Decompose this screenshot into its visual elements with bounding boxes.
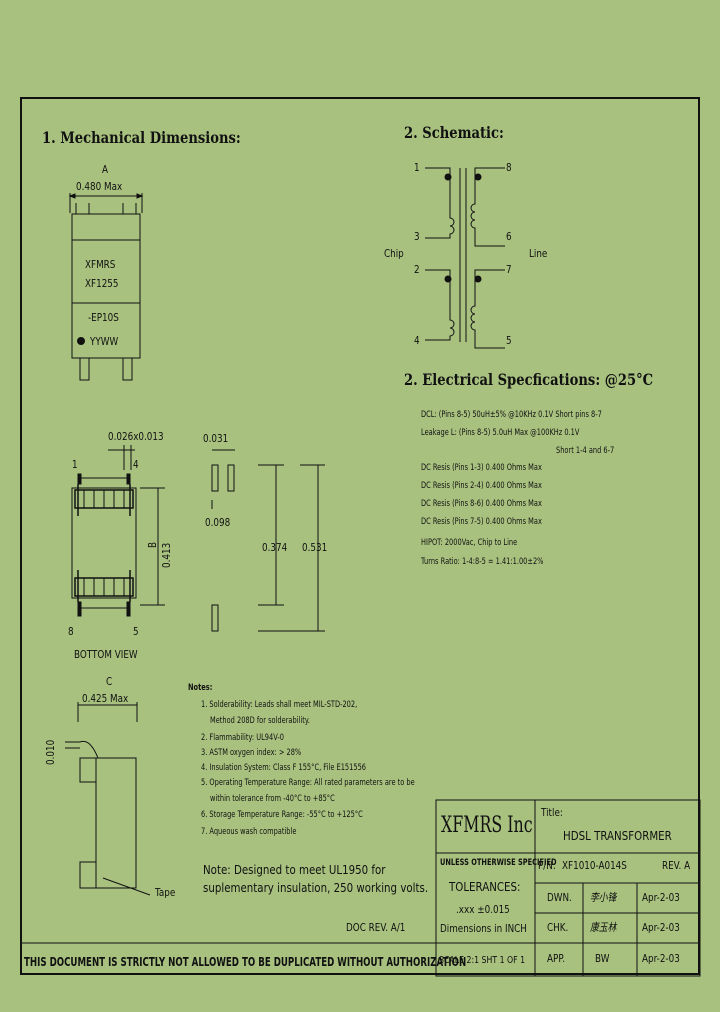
app-date: Apr-2-03 bbox=[642, 952, 680, 965]
title-value: HDSL TRANSFORMER bbox=[563, 828, 672, 843]
chk-label: CHK. bbox=[547, 921, 569, 934]
part-marking-4: YYWW bbox=[90, 335, 119, 348]
schematic-pin-4: 4 bbox=[414, 334, 420, 347]
design-note-2: suplementary insulation, 250 working vol… bbox=[203, 880, 429, 895]
pin-dimension: 0.026x0.013 bbox=[108, 430, 164, 443]
note-2: 2. Flammability: UL94V-0 bbox=[201, 733, 284, 743]
doc-rev: DOC REV. A/1 bbox=[346, 921, 406, 934]
dwn-date: Apr-2-03 bbox=[642, 891, 680, 904]
note-7: 7. Aqueous wash compatible bbox=[201, 827, 297, 837]
footer-notice: THIS DOCUMENT IS STRICTLY NOT ALLOWED TO… bbox=[24, 955, 467, 969]
bottom-view bbox=[71, 445, 165, 617]
side-dimension: 0.010 bbox=[44, 739, 57, 765]
part-marking-3: -EP10S bbox=[88, 311, 119, 324]
spec-leakage: Leakage L: (Pins 8-5) 5.0uH Max @100KHz … bbox=[421, 428, 580, 438]
pn-value: XF1010-A014S bbox=[562, 859, 627, 872]
notes-title: Notes: bbox=[188, 683, 213, 693]
pad-width: 0.031 bbox=[203, 432, 229, 445]
dim-a-label: A bbox=[102, 163, 109, 176]
schematic bbox=[425, 167, 505, 349]
schematic-pin-1: 1 bbox=[414, 161, 420, 174]
dim-c-value: 0.425 Max bbox=[82, 692, 129, 705]
dwn-label: DWN. bbox=[547, 891, 572, 904]
pin-1-label: 1 bbox=[72, 458, 78, 471]
note-6: 6. Storage Temperature Range: -55°C to +… bbox=[201, 810, 363, 820]
note-1: 1. Solderability: Leads shall meet MIL-S… bbox=[201, 700, 358, 710]
spec-dcr-8-6: DC Resis (Pins 8-6) 0.400 Ohms Max bbox=[421, 499, 542, 509]
dim-c-label: C bbox=[106, 675, 113, 688]
schematic-pin-3: 3 bbox=[414, 230, 420, 243]
dim-b-label: B bbox=[146, 541, 159, 548]
pad-span-inner: 0.374 bbox=[262, 541, 288, 554]
app-signature: BW bbox=[595, 952, 610, 965]
top-view bbox=[68, 193, 144, 381]
note-3: 3. ASTM oxygen index: > 28% bbox=[201, 748, 302, 758]
part-marking-2: XF1255 bbox=[85, 277, 119, 290]
spec-turns-ratio: Turns Ratio: 1-4:8-5 = 1.41:1.00±2% bbox=[421, 557, 544, 567]
chip-side-label: Chip bbox=[384, 247, 404, 260]
pad-height: 0.098 bbox=[205, 516, 231, 529]
pad-layout bbox=[211, 449, 325, 632]
pad-span-outer: 0.531 bbox=[302, 541, 328, 554]
tape-label: Tape bbox=[155, 886, 176, 899]
side-view bbox=[65, 702, 151, 896]
spec-dcl: DCL: (Pins 8-5) 50uH±5% @10KHz 0.1V Shor… bbox=[421, 410, 602, 420]
schematic-title: 2. Schematic: bbox=[404, 123, 504, 142]
line-side-label: Line bbox=[529, 247, 548, 260]
pn-label: P/N: bbox=[538, 859, 556, 872]
note-5: 5. Operating Temperature Range: All rate… bbox=[201, 778, 415, 788]
dim-a-value: 0.480 Max bbox=[76, 180, 123, 193]
chk-date: Apr-2-03 bbox=[642, 921, 680, 934]
schematic-pin-5: 5 bbox=[506, 334, 512, 347]
dim-b-value: 0.413 bbox=[160, 542, 173, 568]
pin-5-label: 5 bbox=[133, 625, 139, 638]
chk-signature: 康玉林 bbox=[590, 921, 617, 934]
design-note-1: Note: Designed to meet UL1950 for bbox=[203, 862, 386, 877]
tolerance-value: .xxx ±0.015 bbox=[456, 903, 510, 916]
scale-sheet: SCALE 2:1 SHT 1 OF 1 bbox=[439, 955, 526, 966]
pin-8-label: 8 bbox=[68, 625, 74, 638]
electrical-title: 2. Electrical Specfications: @25°C bbox=[404, 370, 654, 389]
schematic-pin-2: 2 bbox=[414, 263, 420, 276]
spec-dcr-1-3: DC Resis (Pins 1-3) 0.400 Ohms Max bbox=[421, 463, 542, 473]
schematic-pin-7: 7 bbox=[506, 263, 512, 276]
app-label: APP. bbox=[547, 952, 566, 965]
dimensions-unit: Dimensions in INCH bbox=[440, 922, 527, 935]
revision: REV. A bbox=[662, 859, 691, 872]
company-name: XFMRS Inc bbox=[441, 813, 533, 838]
note-1b: Method 208D for solderability. bbox=[210, 716, 310, 726]
mechanical-title: 1. Mechanical Dimensions: bbox=[42, 128, 241, 147]
part-marking-1: XFMRS bbox=[85, 258, 116, 271]
spec-leakage-short: Short 1-4 and 6-7 bbox=[556, 446, 615, 456]
spec-hipot: HIPOT: 2000Vac, Chip to Line bbox=[421, 538, 518, 548]
unless-specified: UNLESS OTHERWISE SPECIFIED bbox=[440, 858, 557, 868]
pin-4-label: 4 bbox=[133, 458, 139, 471]
note-5b: within tolerance from -40°C to +85°C bbox=[210, 794, 335, 804]
title-label: Title: bbox=[541, 806, 563, 819]
schematic-pin-6: 6 bbox=[506, 230, 512, 243]
tolerances-label: TOLERANCES: bbox=[449, 879, 521, 894]
drawing-sheet bbox=[20, 97, 700, 975]
spec-dcr-7-5: DC Resis (Pins 7-5) 0.400 Ohms Max bbox=[421, 517, 542, 527]
title-block-grid bbox=[20, 799, 701, 977]
spec-dcr-2-4: DC Resis (Pins 2-4) 0.400 Ohms Max bbox=[421, 481, 542, 491]
bottom-view-label: BOTTOM VIEW bbox=[74, 648, 138, 661]
schematic-pin-8: 8 bbox=[506, 161, 512, 174]
dwn-signature: 李小锋 bbox=[590, 891, 617, 904]
note-4: 4. Insulation System: Class F 155°C, Fil… bbox=[201, 763, 367, 773]
